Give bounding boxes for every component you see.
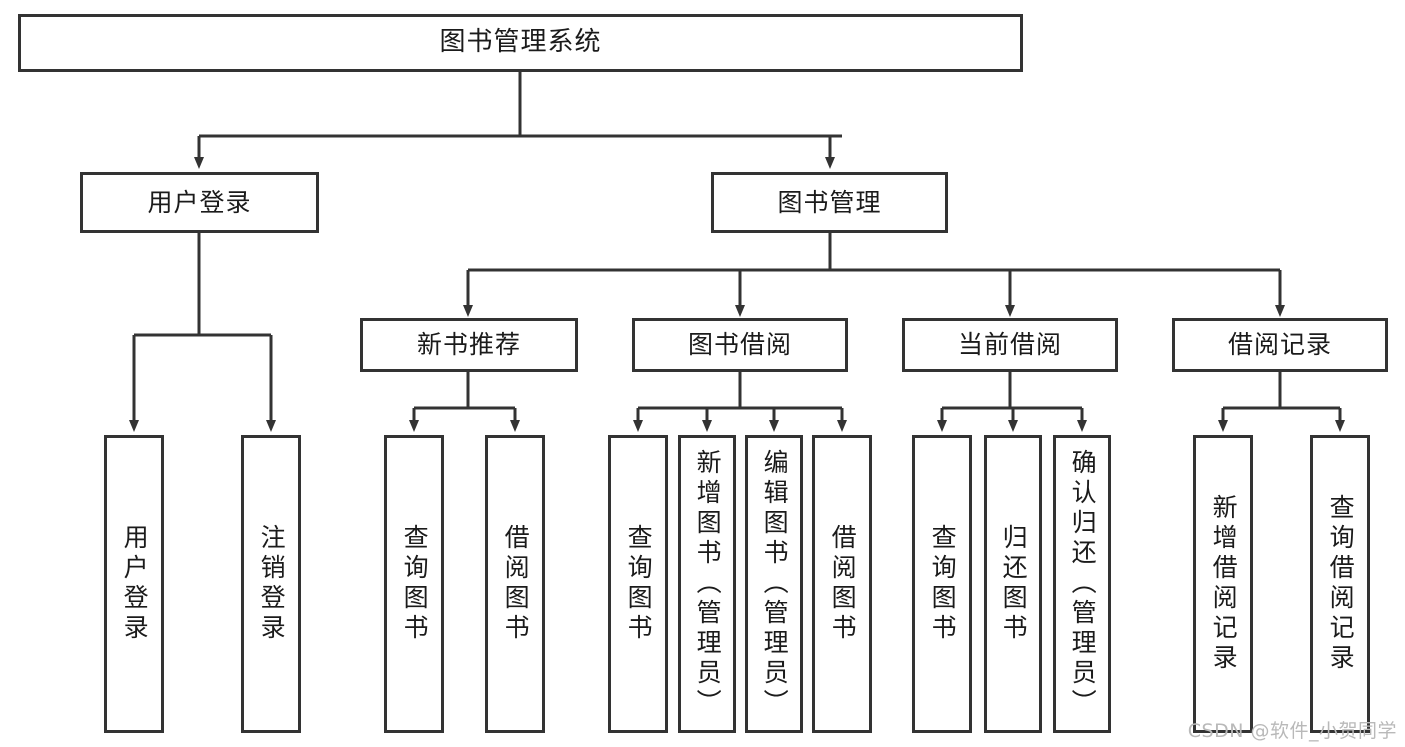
node-current-borrow-label: 当前借阅 [957,330,1062,359]
edge-group-book-manage [463,233,1285,317]
node-leaf-user-login[interactable]: 用户登录 [104,435,164,733]
node-leaf-query-record[interactable]: 查询借阅记录 [1310,435,1370,733]
node-leaf-query-book-1-label: 查询图书 [400,524,430,644]
node-book-manage-label: 图书管理 [777,187,882,217]
node-leaf-query-record-label: 查询借阅记录 [1326,494,1356,674]
node-leaf-user-logout[interactable]: 注销登录 [241,435,301,733]
node-leaf-return-book-label: 归还图书 [999,524,1029,644]
node-leaf-confirm-return[interactable]: 确认归还（管理员） [1053,435,1111,733]
node-leaf-edit-book-label: 编辑图书（管理员） [760,449,790,719]
node-leaf-user-login-label: 用户登录 [120,524,150,644]
watermark-text: CSDN @软件_小贺同学 [1187,720,1397,742]
edge-group-book-borrow [633,372,847,432]
node-leaf-edit-book[interactable]: 编辑图书（管理员） [745,435,803,733]
node-leaf-add-book[interactable]: 新增图书（管理员） [678,435,736,733]
node-new-book-recommend[interactable]: 新书推荐 [360,318,578,372]
node-leaf-query-book-1[interactable]: 查询图书 [384,435,444,733]
node-leaf-add-record[interactable]: 新增借阅记录 [1193,435,1253,733]
node-leaf-borrow-book-1[interactable]: 借阅图书 [485,435,545,733]
node-root[interactable]: 图书管理系统 [18,14,1023,72]
edge-group-current-borrow [937,372,1087,432]
node-borrow-record[interactable]: 借阅记录 [1172,318,1388,372]
node-leaf-add-record-label: 新增借阅记录 [1209,494,1239,674]
node-leaf-borrow-book-1-label: 借阅图书 [501,524,531,644]
node-user-login[interactable]: 用户登录 [80,172,319,233]
edge-group-user-login [129,233,276,432]
node-current-borrow[interactable]: 当前借阅 [902,318,1118,372]
node-user-login-label: 用户登录 [147,187,252,217]
node-leaf-query-book-2[interactable]: 查询图书 [608,435,668,733]
edge-group-borrow-record [1218,372,1345,432]
edge-group-root [194,72,842,169]
node-leaf-add-book-label: 新增图书（管理员） [693,449,723,719]
node-book-borrow-label: 图书借阅 [687,330,792,359]
node-leaf-user-logout-label: 注销登录 [257,524,287,644]
node-book-manage[interactable]: 图书管理 [711,172,948,233]
node-root-label: 图书管理系统 [439,27,602,58]
node-book-borrow[interactable]: 图书借阅 [632,318,848,372]
node-leaf-borrow-book-2-label: 借阅图书 [828,524,858,644]
node-new-book-recommend-label: 新书推荐 [416,330,521,359]
node-leaf-query-book-3-label: 查询图书 [928,524,958,644]
node-leaf-query-book-3[interactable]: 查询图书 [912,435,972,733]
node-leaf-borrow-book-2[interactable]: 借阅图书 [812,435,872,733]
node-borrow-record-label: 借阅记录 [1227,330,1332,359]
node-leaf-confirm-return-label: 确认归还（管理员） [1068,449,1098,719]
node-leaf-return-book[interactable]: 归还图书 [984,435,1042,733]
node-leaf-query-book-2-label: 查询图书 [624,524,654,644]
edge-group-new-book-recommend [409,372,520,432]
